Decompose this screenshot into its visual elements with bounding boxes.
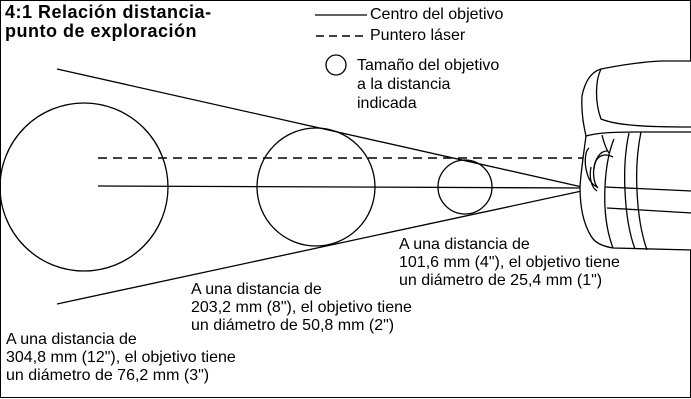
annotation-4-inch-line-2: 101,6 mm (4"), el objetivo tiene (399, 254, 620, 271)
annotation-4-inch: A una distancia de 101,6 mm (4"), el obj… (399, 236, 620, 290)
thermometer-icon (579, 60, 691, 251)
diagram-title: 4:1 Relación distancia- punto de explora… (5, 3, 212, 41)
annotation-4-inch-line-1: A una distancia de (399, 236, 530, 253)
annotation-8-inch: A una distancia de 203,2 mm (8"), el obj… (191, 281, 412, 335)
annotation-8-inch-line-3: un diámetro de 50,8 mm (2") (191, 317, 395, 334)
target-center-line (97, 185, 588, 189)
annotation-4-inch-line-3: un diámetro de 25,4 mm (1") (399, 272, 603, 289)
title-line-2: punto de exploración (5, 21, 198, 41)
legend-label-center-line: Centro del objetivo (370, 6, 504, 23)
legend-label-target-size-1: Tamaño del objetivo (357, 57, 500, 74)
cone-lower-edge (56, 188, 592, 305)
annotation-8-inch-line-2: 203,2 mm (8"), el objetivo tiene (191, 299, 412, 316)
annotation-12-inch-line-3: un diámetro de 76,2 mm (3") (6, 367, 210, 384)
annotation-12-inch: A una distancia de 304,8 mm (12"), el ob… (6, 331, 236, 385)
legend-circle (325, 54, 347, 76)
annotation-12-inch-line-2: 304,8 mm (12"), el objetivo tiene (6, 349, 236, 366)
legend-label-target-size-2: a la distancia (357, 76, 451, 93)
title-line-1: 4:1 Relación distancia- (5, 2, 212, 22)
annotation-12-inch-line-1: A una distancia de (6, 331, 137, 348)
annotation-8-inch-line-1: A una distancia de (191, 281, 322, 298)
legend-label-laser-pointer: Puntero láser (370, 27, 466, 44)
legend-label-target-size-3: indicada (357, 95, 417, 112)
target-circle-large (1, 102, 169, 272)
